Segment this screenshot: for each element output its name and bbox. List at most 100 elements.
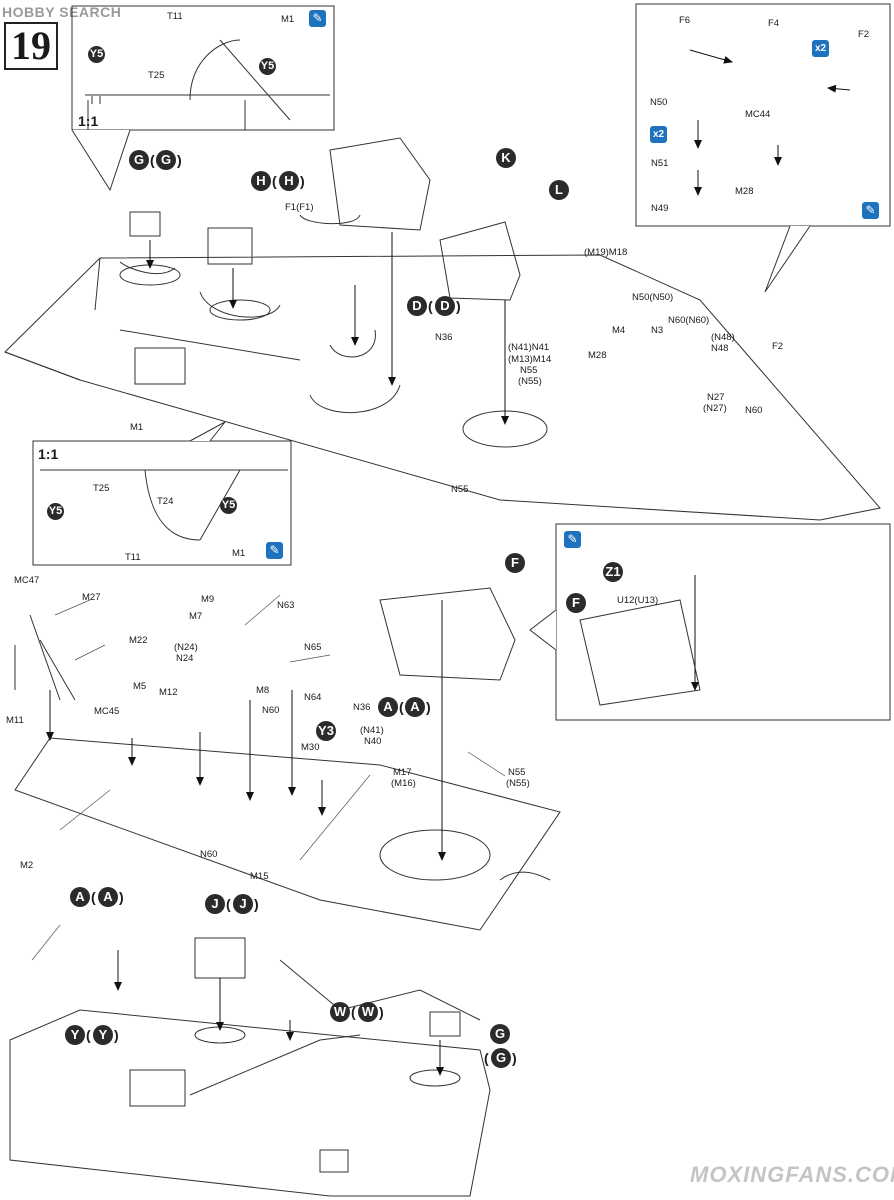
assembly-marker: A [405,697,425,717]
part-label: M8 [256,685,270,696]
part-label: M17 [393,767,412,778]
part-label: M5 [133,681,147,692]
assembly-marker: Y5 [220,497,237,514]
part-label: F4 [768,18,780,29]
assembly-marker-paren: ) [456,298,461,314]
part-label: MC47 [14,575,40,586]
part-label: (N48) [711,332,735,343]
part-label: F1(F1) [285,202,314,213]
part-label: T25 [148,70,165,81]
part-label: (M13)M14 [508,354,552,365]
part-label: N50 [650,97,668,108]
inset-top-frame [71,5,335,131]
part-label: F6 [679,15,691,26]
part-label: MC44 [745,109,771,120]
part-label: M30 [301,742,320,753]
assembly-marker: Y5 [88,46,105,63]
part-label: (N27) [703,403,727,414]
part-label: N51 [651,158,669,169]
assembly-marker: J [233,894,253,914]
glue-icon: ✎ [309,10,326,27]
part-label: T11 [125,552,141,563]
part-label: N3 [651,325,664,336]
part-label: (N41)N41 [508,342,550,353]
part-label: N63 [277,600,295,611]
assembly-marker-paren: ) [177,152,182,168]
part-label: (N41) [360,725,384,736]
part-label: N36 [353,702,371,713]
assembly-marker-paren: ( [351,1004,356,1020]
part-label: M15 [250,871,269,882]
part-label: N65 [304,642,322,653]
assembly-marker: G [156,150,176,170]
assembly-marker-paren: ) [512,1050,517,1066]
part-label: N50(N50) [632,292,674,303]
assembly-marker: H [251,171,271,191]
part-label: N55 [520,365,538,376]
part-label: M2 [20,860,34,871]
assembly-marker-paren: ) [114,1027,119,1043]
assembly-marker: F [566,593,586,613]
part-label: M28 [588,350,607,361]
x2-badge: x2 [812,40,829,57]
scale-label-top: 1:1 [78,113,99,129]
assembly-marker-paren: ( [428,298,433,314]
part-label: N55 [508,767,526,778]
assembly-marker-paren: ) [254,896,259,912]
part-label: M11 [6,715,24,726]
part-label: N60 [745,405,763,416]
x2-badge: x2 [650,126,667,143]
part-label: (N55) [518,376,542,387]
assembly-marker-paren: ) [379,1004,384,1020]
part-label: M27 [82,592,101,603]
assembly-marker: F [505,553,525,573]
assembly-marker-paren: ( [399,699,404,715]
part-label: N40 [364,736,382,747]
assembly-marker: D [407,296,427,316]
assembly-marker: Y5 [47,503,64,520]
glue-icon: ✎ [564,531,581,548]
part-label: N60 [262,705,280,716]
part-label: (M16) [391,778,416,789]
part-label: N24 [176,653,194,664]
part-label: M1 [130,422,144,433]
assembly-marker-paren: ( [91,889,96,905]
part-label: T25 [93,483,110,494]
step-number: 19 [4,22,58,70]
assembly-marker: K [496,148,516,168]
part-label: M9 [201,594,215,605]
assembly-marker: A [70,887,90,907]
assembly-marker-paren: ) [426,699,431,715]
inset-turret-frame [555,523,891,721]
part-label: M28 [735,186,754,197]
part-label: F2 [772,341,784,352]
part-label: M7 [189,611,203,622]
assembly-marker: Z1 [603,562,623,582]
part-label: M12 [159,687,178,698]
part-label: N27 [707,392,725,403]
assembly-marker: G [129,150,149,170]
part-label: U12(U13) [617,595,659,606]
assembly-marker: H [279,171,299,191]
part-label: M4 [612,325,626,336]
glue-icon: ✎ [862,202,879,219]
part-label: (N55) [506,778,530,789]
part-label: (M19)M18 [584,247,628,258]
assembly-marker: G [491,1048,511,1068]
assembly-marker: A [378,697,398,717]
assembly-marker: D [435,296,455,316]
part-label: M22 [129,635,148,646]
part-label: T11 [167,11,183,22]
part-label: T24 [157,496,174,507]
inset-mid-frame [32,440,292,566]
inset-right-frame [635,3,891,227]
assembly-marker: Y5 [259,58,276,75]
part-label: MC45 [94,706,120,717]
part-label: F2 [858,29,870,40]
assembly-marker: J [205,894,225,914]
part-label: N36 [435,332,453,343]
part-label: N49 [651,203,669,214]
assembly-marker-paren: ( [484,1050,489,1066]
